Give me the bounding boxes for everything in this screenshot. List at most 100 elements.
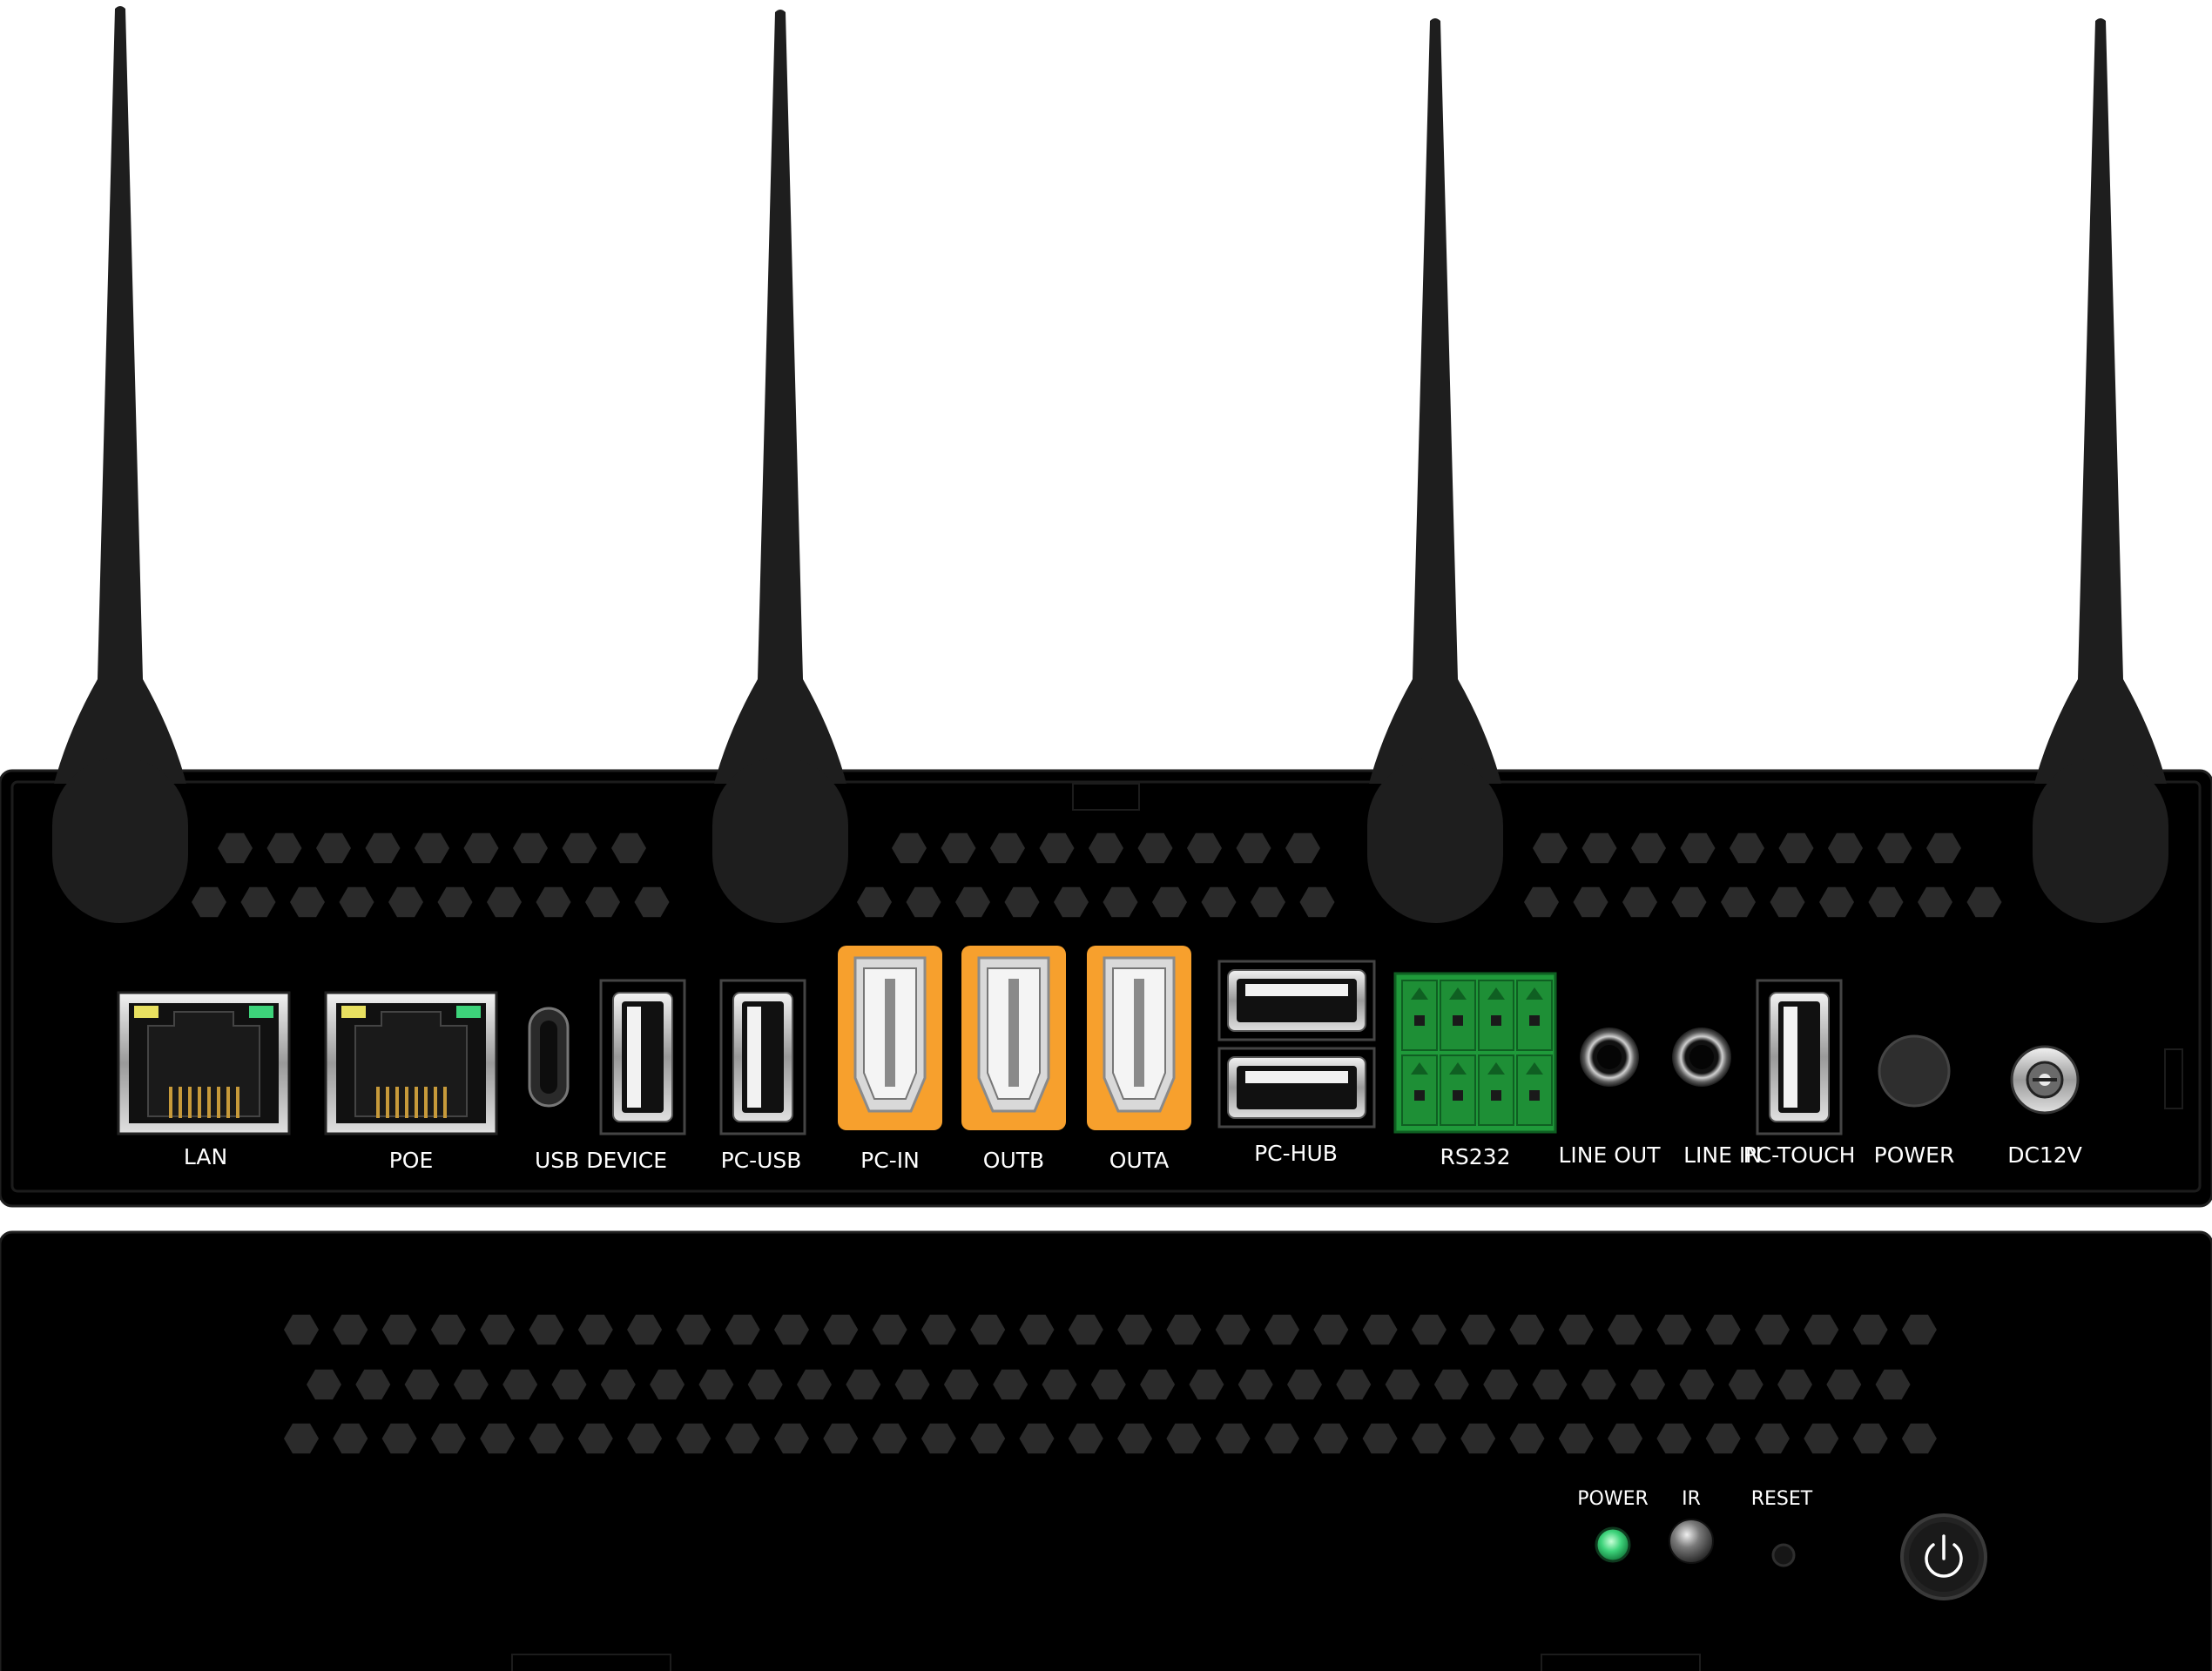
vent-hole bbox=[611, 832, 646, 864]
vent-hole bbox=[774, 1314, 809, 1345]
power-label: POWER bbox=[1874, 1142, 1955, 1168]
line-in-jack[interactable] bbox=[1672, 1028, 1731, 1087]
vent-hole bbox=[1299, 886, 1335, 918]
poe-port[interactable] bbox=[324, 991, 498, 1135]
vent-hole bbox=[1287, 1369, 1322, 1400]
pc-touch-port[interactable] bbox=[1756, 979, 1843, 1135]
vent-hole bbox=[1460, 1423, 1496, 1454]
vent-hole bbox=[1918, 886, 1952, 918]
pc-hub-port[interactable] bbox=[1217, 960, 1376, 1129]
vent-hole bbox=[437, 886, 473, 918]
antenna bbox=[712, 10, 848, 923]
vent-hole bbox=[1509, 1423, 1545, 1454]
dc12v-jack[interactable] bbox=[2010, 1045, 2080, 1115]
line-in-label: LINE IN bbox=[1683, 1142, 1762, 1168]
lan-activity-led bbox=[249, 1006, 273, 1018]
front-vent-grille bbox=[284, 1314, 1937, 1454]
front-chassis bbox=[0, 1230, 2212, 1671]
vent-hole bbox=[955, 886, 990, 918]
vent-hole bbox=[562, 832, 597, 864]
vent-hole bbox=[1201, 886, 1237, 918]
vent-hole bbox=[1251, 886, 1285, 918]
vent-hole bbox=[1804, 1423, 1839, 1454]
vent-hole bbox=[1068, 1423, 1103, 1454]
vent-hole bbox=[1004, 886, 1040, 918]
vent-hole bbox=[529, 1314, 564, 1345]
vent-hole bbox=[404, 1369, 440, 1400]
vent-hole bbox=[585, 886, 620, 918]
antenna bbox=[1367, 18, 1503, 923]
vent-hole bbox=[1828, 832, 1863, 864]
usb-device-label: USB DEVICE bbox=[535, 1148, 667, 1173]
vent-hole bbox=[355, 1369, 391, 1400]
vent-hole bbox=[1581, 1369, 1616, 1400]
vent-hole bbox=[747, 1369, 783, 1400]
vent-hole bbox=[1524, 886, 1559, 918]
rear-labels: LAN POE USB DEVICE PC-USB PC-IN OUTB OUT… bbox=[184, 1141, 2082, 1173]
vent-hole bbox=[1483, 1369, 1519, 1400]
line-out-jack[interactable] bbox=[1580, 1028, 1639, 1087]
vent-hole bbox=[1019, 1314, 1055, 1345]
pc-usb-label: PC-USB bbox=[721, 1148, 802, 1173]
vent-hole bbox=[846, 1369, 881, 1400]
power-led bbox=[1595, 1526, 1631, 1563]
vent-hole bbox=[487, 886, 522, 918]
vent-hole bbox=[1509, 1314, 1545, 1345]
vent-hole bbox=[1755, 1314, 1790, 1345]
vent-hole bbox=[1852, 1423, 1888, 1454]
lan-port[interactable] bbox=[117, 991, 291, 1135]
hdmi-pc-in-port[interactable] bbox=[838, 946, 942, 1130]
vent-hole bbox=[266, 832, 302, 864]
vent-hole bbox=[1362, 1314, 1398, 1345]
rear-power-button[interactable] bbox=[1878, 1034, 1951, 1108]
vent-hole bbox=[1581, 832, 1617, 864]
hdmi-outb-port[interactable] bbox=[961, 946, 1066, 1130]
vent-hole bbox=[1901, 1314, 1937, 1345]
antenna bbox=[52, 6, 188, 923]
poe-label: POE bbox=[389, 1148, 434, 1173]
vent-hole bbox=[921, 1423, 956, 1454]
hdmi-outa-port[interactable] bbox=[1087, 946, 1191, 1130]
vent-hole bbox=[1068, 1314, 1103, 1345]
vent-hole bbox=[1777, 1369, 1812, 1400]
vent-hole bbox=[1140, 1369, 1176, 1400]
vent-hole bbox=[1705, 1314, 1741, 1345]
vent-hole bbox=[892, 832, 927, 864]
vent-hole bbox=[1039, 832, 1075, 864]
antenna bbox=[2033, 18, 2168, 923]
vent-hole bbox=[333, 1314, 368, 1345]
line-out-label: LINE OUT bbox=[1559, 1142, 1662, 1168]
outb-label: OUTB bbox=[983, 1148, 1044, 1173]
reset-button[interactable] bbox=[1771, 1543, 1796, 1567]
vent-hole bbox=[1804, 1314, 1839, 1345]
vent-hole bbox=[1137, 832, 1173, 864]
vent-hole bbox=[307, 1369, 341, 1400]
hdmi-port-group bbox=[838, 946, 1191, 1130]
vent-hole bbox=[290, 886, 325, 918]
vent-hole bbox=[333, 1423, 368, 1454]
vent-hole bbox=[1433, 1369, 1469, 1400]
usb-c-port[interactable] bbox=[528, 1007, 570, 1108]
vent-hole bbox=[430, 1423, 466, 1454]
vent-hole bbox=[1680, 832, 1716, 864]
vent-hole bbox=[857, 886, 892, 918]
vent-hole bbox=[1608, 1314, 1643, 1345]
front-power-button[interactable] bbox=[1900, 1513, 1987, 1600]
vent-hole bbox=[1117, 1423, 1153, 1454]
vent-hole bbox=[990, 832, 1025, 864]
usb-device-port[interactable] bbox=[599, 979, 686, 1135]
vent-hole bbox=[600, 1369, 636, 1400]
vent-hole bbox=[1054, 886, 1089, 918]
rs232-terminal[interactable] bbox=[1393, 972, 1557, 1134]
vent-hole bbox=[1622, 886, 1657, 918]
vent-hole bbox=[1755, 1423, 1790, 1454]
vent-hole bbox=[823, 1423, 859, 1454]
vent-hole bbox=[1238, 1369, 1273, 1400]
vent-hole bbox=[1778, 832, 1814, 864]
vent-hole bbox=[1042, 1369, 1077, 1400]
vent-hole bbox=[1090, 1369, 1126, 1400]
pc-usb-port[interactable] bbox=[719, 979, 806, 1135]
vent-hole bbox=[1926, 832, 1961, 864]
vent-hole bbox=[192, 886, 226, 918]
